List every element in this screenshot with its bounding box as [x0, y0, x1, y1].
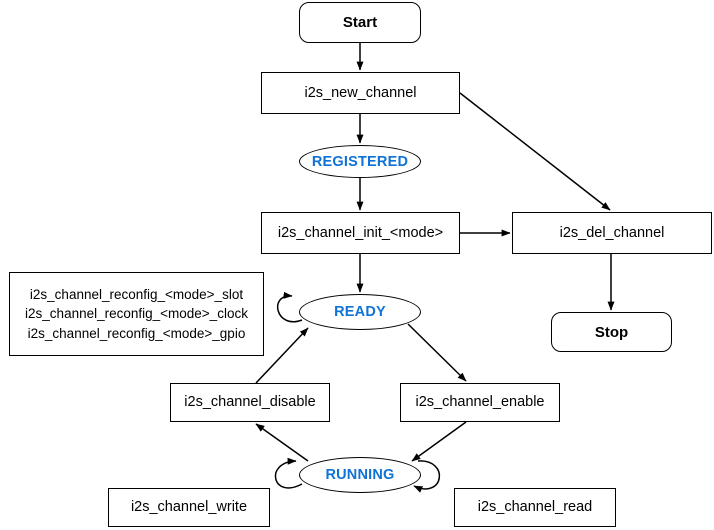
edge-running-to-channel-disable [255, 423, 309, 462]
node-state-registered[interactable]: REGISTERED [299, 145, 421, 178]
node-start[interactable]: Start [299, 2, 421, 43]
node-i2s-new-channel-label: i2s_new_channel [304, 84, 417, 101]
node-start-label: Start [342, 14, 378, 31]
node-state-ready[interactable]: READY [299, 294, 421, 330]
edge-channel-enable-to-running [411, 421, 467, 462]
node-state-registered-label: REGISTERED [311, 153, 409, 170]
node-i2s-channel-read-label: i2s_channel_read [477, 499, 593, 516]
node-i2s-channel-init-label: i2s_channel_init_<mode> [277, 224, 444, 241]
node-i2s-channel-reconfig-label: i2s_channel_reconfig_<mode>_slot i2s_cha… [25, 287, 248, 341]
node-i2s-channel-init[interactable]: i2s_channel_init_<mode> [261, 212, 460, 254]
edge-ready-self-loop [276, 291, 303, 323]
node-state-running-label: RUNNING [325, 467, 395, 483]
edge-running-self-loop-left [274, 457, 303, 489]
node-i2s-new-channel[interactable]: i2s_new_channel [261, 72, 460, 114]
node-i2s-channel-reconfig[interactable]: i2s_channel_reconfig_<mode>_slot i2s_cha… [9, 272, 264, 356]
edge-new-channel-to-del-channel [459, 92, 611, 211]
node-i2s-del-channel-label: i2s_del_channel [559, 224, 665, 241]
node-i2s-del-channel[interactable]: i2s_del_channel [512, 212, 712, 254]
node-i2s-channel-write-label: i2s_channel_write [130, 499, 248, 516]
node-state-running[interactable]: RUNNING [299, 457, 421, 493]
node-state-ready-label: READY [334, 304, 386, 320]
node-i2s-channel-read[interactable]: i2s_channel_read [454, 488, 616, 527]
edge-running-self-loop-right [413, 460, 441, 493]
node-stop[interactable]: Stop [551, 312, 672, 352]
edge-channel-disable-to-ready [255, 327, 309, 384]
node-i2s-channel-enable[interactable]: i2s_channel_enable [400, 383, 560, 422]
edge-ready-to-channel-enable [407, 323, 467, 382]
node-i2s-channel-write[interactable]: i2s_channel_write [108, 488, 270, 527]
node-i2s-channel-disable-label: i2s_channel_disable [184, 394, 316, 411]
node-i2s-channel-enable-label: i2s_channel_enable [415, 394, 545, 411]
node-i2s-channel-disable[interactable]: i2s_channel_disable [170, 383, 330, 422]
node-stop-label: Stop [594, 323, 629, 341]
